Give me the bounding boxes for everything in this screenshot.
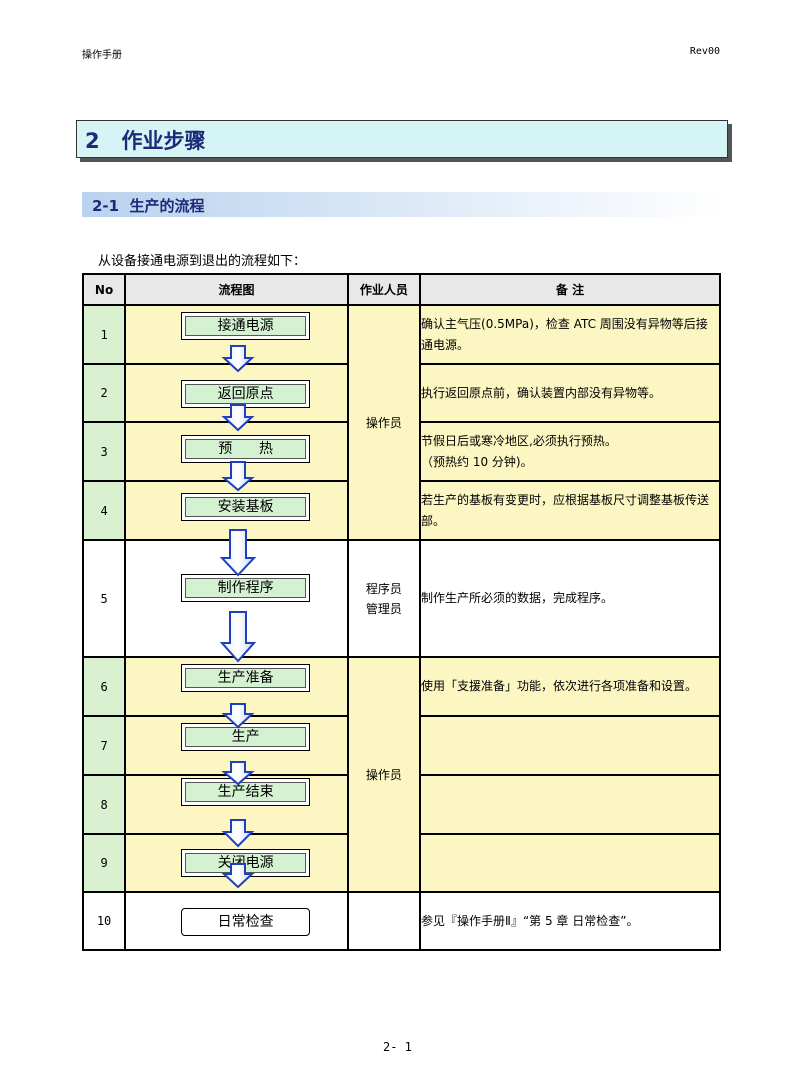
header-note: 备 注 (419, 273, 721, 306)
page-number: 2- 1 (383, 1040, 412, 1054)
process-label: 生产 (185, 727, 307, 747)
row-number: 6 (81, 656, 127, 717)
row-number: 3 (81, 421, 127, 482)
row-number: 2 (81, 363, 127, 423)
flow-cell: 生产准备 (124, 656, 349, 717)
staff-label: 管理员 (365, 601, 402, 616)
process-label: 安装基板 (185, 497, 307, 517)
process-box: 接通电源 (181, 312, 311, 340)
flow-cell: 生产结束 (124, 774, 349, 835)
staff-label: 程序员 (365, 581, 402, 596)
header-right: Rev00 (689, 46, 720, 57)
process-box: 制作程序 (181, 574, 311, 602)
staff-cell: 操作员 (346, 304, 422, 541)
row-number: 1 (81, 304, 127, 365)
flow-cell: 制作程序 (124, 539, 349, 658)
process-box: 预 热 (181, 435, 311, 463)
note-cell: 若生产的基板有变更时，应根据基板尺寸调整基板传送部。 (419, 480, 721, 541)
staff-cell-empty (346, 891, 422, 951)
note-cell: 参见『操作手册Ⅱ』“第 5 章 日常检查”。 (419, 891, 721, 951)
table-row: 5 制作程序 程序员 管理员 制作生产所必须的数据，完成程序。 (81, 539, 721, 658)
staff-cell: 程序员 管理员 (346, 539, 422, 658)
note-cell (419, 833, 721, 893)
chapter-title: 2 作业步骤 (85, 129, 206, 153)
section-title: 2-1 生产的流程 (92, 197, 205, 215)
table-row: 6 生产准备 操作员 使用「支援准备」功能，依次进行各项准备和设置。 (81, 656, 721, 893)
process-box: 关闭电源 (181, 849, 311, 877)
header-no: No (81, 273, 127, 306)
staff-label: 操作员 (365, 415, 402, 430)
note-cell: 使用「支援准备」功能，依次进行各项准备和设置。 (419, 656, 721, 717)
table-row: 9 关闭电源 (81, 833, 721, 893)
process-box: 生产结束 (181, 778, 311, 806)
row-number: 8 (81, 774, 127, 835)
process-label: 返回原点 (185, 384, 307, 404)
section-title-bar: 2-1 生产的流程 (82, 192, 722, 217)
process-box: 生产 (181, 723, 311, 751)
process-box: 返回原点 (181, 380, 311, 408)
note-cell: 确认主气压(0.5MPa)，检查 ATC 周围没有异物等后接通电源。 (419, 304, 721, 365)
process-label: 生产准备 (185, 668, 307, 688)
table-row: 10 日常检查 参见『操作手册Ⅱ』“第 5 章 日常检查”。 (81, 891, 721, 951)
intro-text: 从设备接通电源到退出的流程如下： (98, 254, 307, 269)
note-cell: 节假日后或寒冷地区,必须执行预热。 （预热约 10 分钟)。 (419, 421, 721, 482)
header-left: 操作手册 (82, 50, 122, 61)
note-cell: 执行返回原点前，确认装置内部没有异物等。 (419, 363, 721, 423)
process-label: 接通电源 (185, 316, 307, 336)
process-box: 日常检查 (181, 908, 311, 936)
row-number: 7 (81, 715, 127, 776)
flow-cell: 安装基板 (124, 480, 349, 541)
row-number: 5 (81, 539, 127, 658)
flow-cell: 关闭电源 (124, 833, 349, 893)
flow-cell: 日常检查 (124, 891, 349, 951)
flow-cell: 预 热 (124, 421, 349, 482)
flow-cell: 返回原点 (124, 363, 349, 423)
row-number: 9 (81, 833, 127, 893)
process-label: 生产结束 (185, 782, 307, 802)
process-label: 日常检查 (217, 914, 274, 930)
row-number: 10 (81, 891, 127, 951)
flow-cell: 生产 (124, 715, 349, 776)
chapter-title-box: 2 作业步骤 (76, 120, 728, 158)
table-header-row: No 流程图 作业人员 备 注 (81, 273, 721, 306)
note-cell: 制作生产所必须的数据，完成程序。 (419, 539, 721, 658)
note-cell (419, 715, 721, 776)
table-row: 1 接通电源 操作员 确认主气压(0.5MPa)，检查 ATC 周围没有异物等后… (81, 304, 721, 541)
staff-cell: 操作员 (346, 656, 422, 893)
process-box: 生产准备 (181, 664, 311, 692)
header-chart: 流程图 (124, 273, 349, 306)
row-number: 4 (81, 480, 127, 541)
header-staff: 作业人员 (346, 273, 422, 306)
process-label: 关闭电源 (185, 853, 307, 873)
process-box: 安装基板 (181, 493, 311, 521)
flow-cell: 接通电源 (124, 304, 349, 365)
staff-label: 操作员 (365, 767, 402, 782)
process-label: 预 热 (185, 439, 307, 459)
process-label: 制作程序 (185, 578, 307, 598)
flow-table: No 流程图 作业人员 备 注 1 接通电源 操作员 确认主气压(0.5MPa)… (81, 273, 721, 951)
note-cell (419, 774, 721, 835)
